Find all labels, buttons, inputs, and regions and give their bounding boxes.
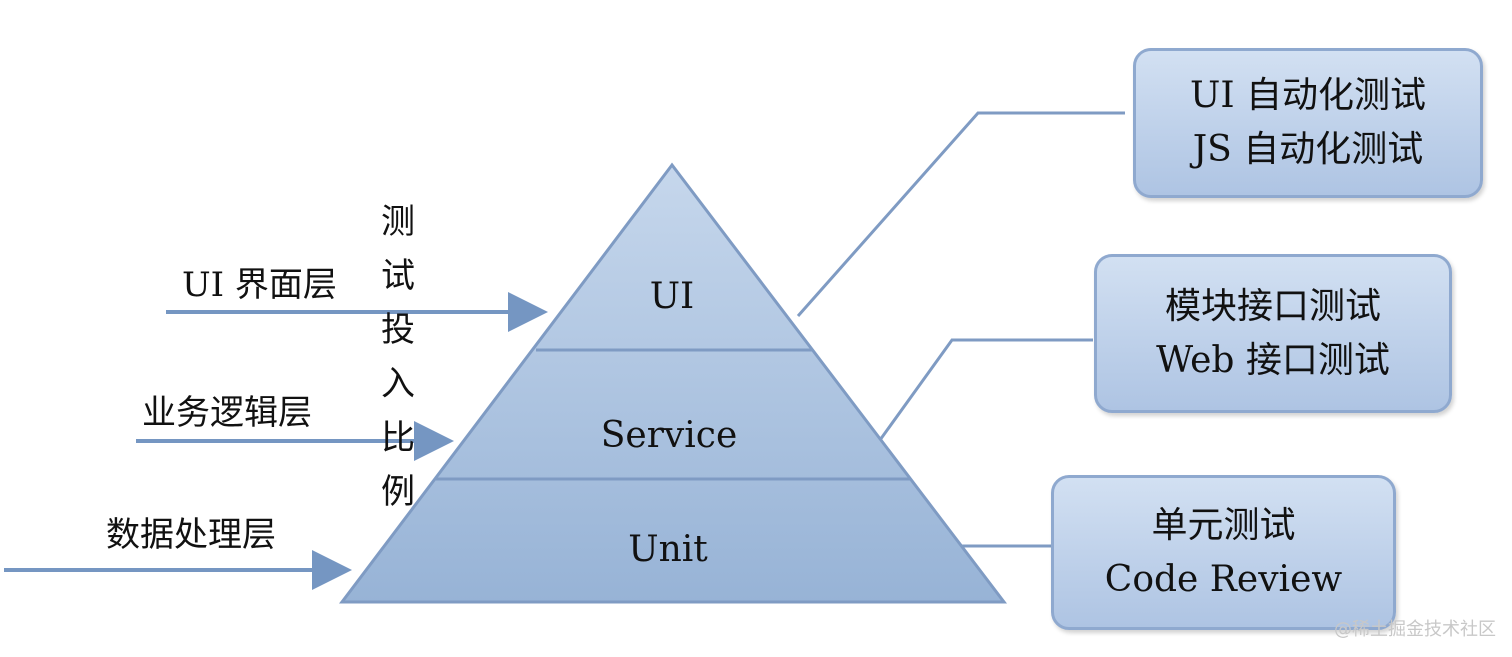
vertical-char: 比 xyxy=(381,418,415,458)
vertical-caption-test-investment-ratio: 测 试 投 入 比 例 xyxy=(378,195,418,519)
vertical-char: 例 xyxy=(381,472,415,512)
watermark: @稀土掘金技术社区 xyxy=(1334,619,1496,640)
pyramid-layer-ui: UI xyxy=(650,276,695,317)
vertical-char: 测 xyxy=(381,202,415,242)
label-ui-layer: UI 界面层 xyxy=(182,265,337,305)
box-line: Web 接口测试 xyxy=(1156,339,1390,381)
box-line: 单元测试 xyxy=(1151,504,1296,546)
box-line: JS 自动化测试 xyxy=(1192,129,1424,170)
pyramid-layer-unit: Unit xyxy=(628,529,708,570)
pyramid xyxy=(338,162,1008,604)
vertical-char: 投 xyxy=(381,310,415,350)
pyramid-layer-service: Service xyxy=(601,415,738,456)
connector-ui-box xyxy=(796,111,1125,317)
vertical-char: 入 xyxy=(381,364,415,404)
label-business-logic-layer: 业务逻辑层 xyxy=(142,393,312,433)
label-data-processing-layer: 数据处理层 xyxy=(106,515,276,555)
box-line: UI 自动化测试 xyxy=(1189,75,1426,116)
vertical-char: 试 xyxy=(381,256,415,296)
box-ui-tests: UI 自动化测试 JS 自动化测试 xyxy=(1133,48,1483,198)
box-unit-tests: 单元测试 Code Review xyxy=(1051,475,1396,630)
box-line: 模块接口测试 xyxy=(1164,285,1381,327)
connector-service-box xyxy=(878,338,1093,441)
box-line: Code Review xyxy=(1104,558,1343,600)
box-interface-tests: 模块接口测试 Web 接口测试 xyxy=(1094,254,1452,413)
